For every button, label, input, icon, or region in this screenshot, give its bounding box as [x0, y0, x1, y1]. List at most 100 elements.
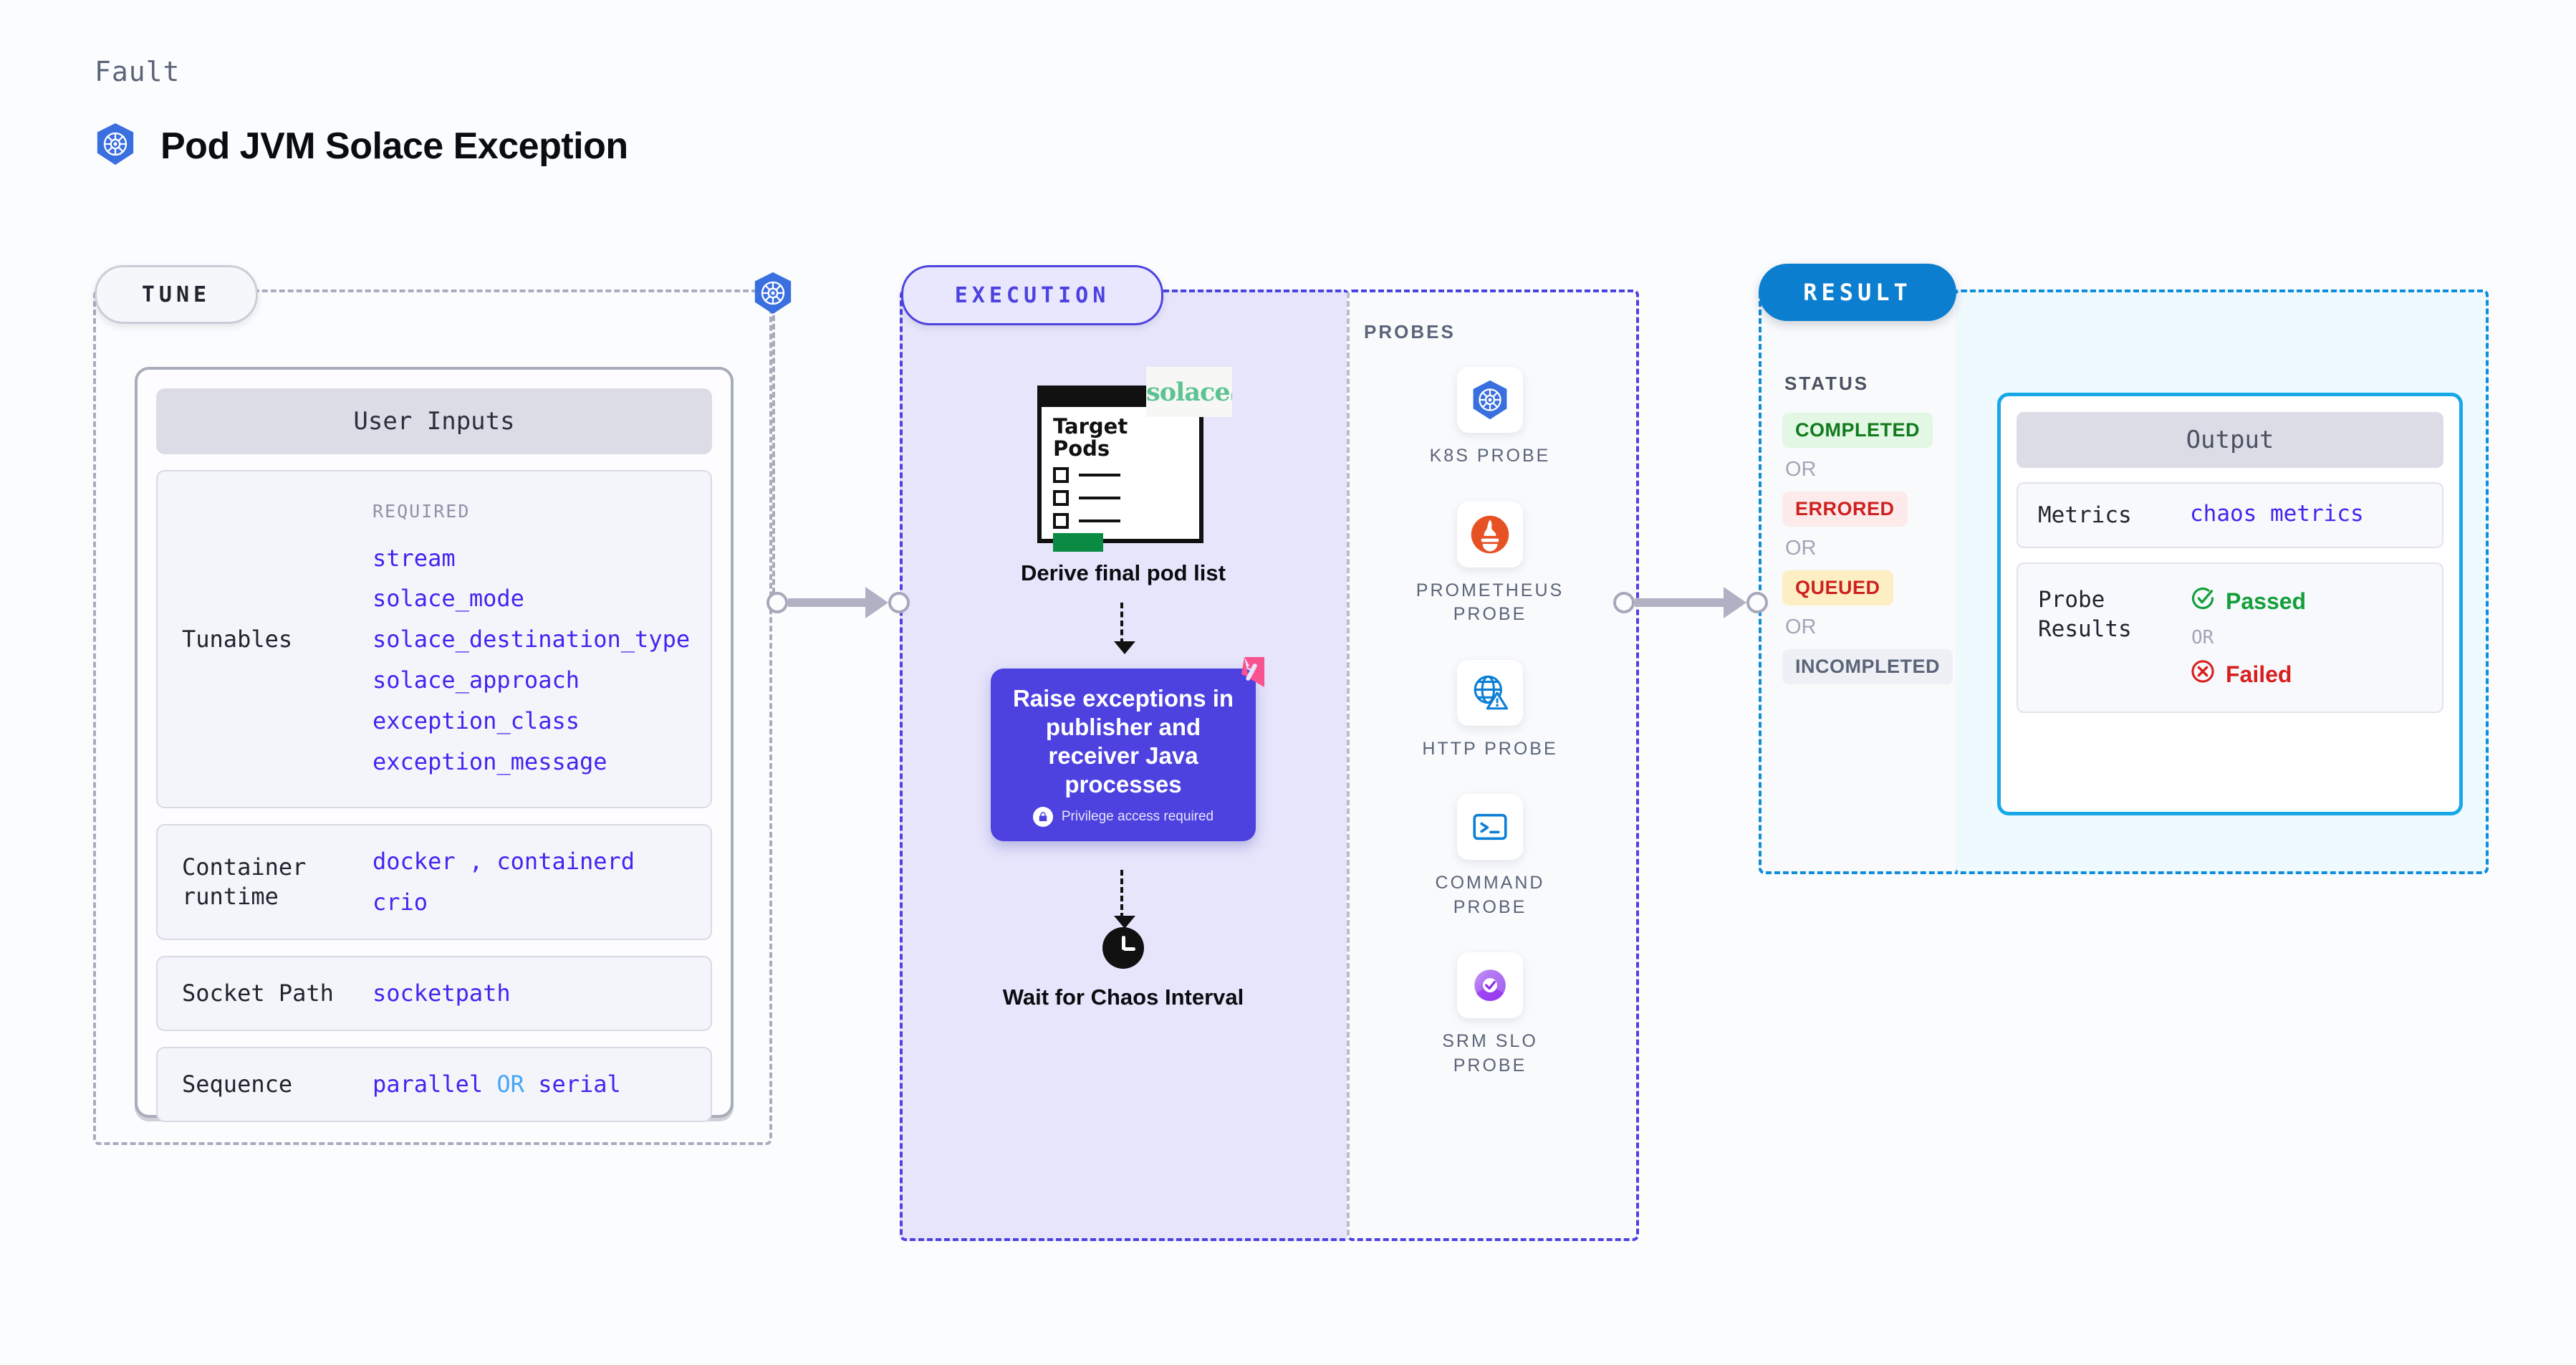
connector-dot: [1613, 592, 1635, 613]
connector-bar: [1635, 598, 1725, 607]
status-badge-errored: ERRORED: [1782, 492, 1908, 527]
step-raise-exceptions[interactable]: Raise exceptions in publisher and receiv…: [991, 656, 1264, 841]
tune-stage-container: [93, 289, 772, 1145]
socket-path-row: Socket Path socketpath: [156, 956, 712, 1032]
connector-dot: [1746, 592, 1768, 613]
clock-icon: [1102, 926, 1144, 969]
probe-label: K8S PROBE: [1429, 446, 1551, 466]
container-runtime-row: Container runtime docker , containerd cr…: [156, 824, 712, 941]
tunable-solace-destination-type[interactable]: solace_destination_type: [373, 626, 691, 653]
litmus-chaos-icon: [1223, 653, 1269, 699]
solace-dot-icon: [1231, 392, 1232, 401]
target-pods-illustration: Target Pods solace: [1037, 367, 1232, 552]
list-item: [1053, 490, 1120, 506]
execution-flow: Target Pods solace Derive final pod list…: [900, 337, 1347, 1010]
metrics-value[interactable]: chaos metrics: [2190, 501, 2364, 527]
kubernetes-icon: [1457, 367, 1523, 433]
terminal-icon: [1457, 794, 1523, 860]
connector-arrowhead: [865, 587, 888, 618]
stage-pill-result[interactable]: RESULT: [1759, 264, 1956, 321]
status-badge-incompleted: INCOMPLETED: [1782, 649, 1953, 684]
page-eyebrow: Fault: [95, 56, 181, 87]
metrics-label: Metrics: [2038, 502, 2132, 528]
probes-container: [1347, 289, 1639, 1241]
tunables-row: Tunables REQUIRED stream solace_mode sol…: [156, 470, 712, 809]
kubernetes-icon: [751, 271, 795, 315]
solace-logo: solace: [1146, 367, 1232, 417]
connector-dot: [766, 592, 788, 613]
probe-srm-slo[interactable]: SRM SLO PROBE: [1404, 952, 1576, 1078]
or-separator: OR: [1785, 616, 1817, 638]
probe-results-row: Probe Results Passed OR: [2017, 562, 2443, 714]
sequence-parallel[interactable]: parallel: [373, 1071, 484, 1098]
status-list: COMPLETED OR ERRORED OR QUEUED OR INCOMP…: [1782, 413, 1961, 684]
tunable-stream[interactable]: stream: [373, 544, 456, 572]
check-circle-icon: [2190, 585, 2216, 617]
x-circle-icon: [2190, 658, 2216, 690]
probe-prometheus[interactable]: PROMETHEUS PROBE: [1404, 501, 1576, 627]
list-item: [1053, 513, 1120, 529]
output-card: Output Metrics chaos metrics Probe Resul…: [1997, 393, 2463, 815]
tune-connector-line: [772, 315, 775, 602]
connector-arrowhead: [1724, 587, 1746, 618]
tunable-solace-mode[interactable]: solace_mode: [373, 585, 524, 613]
probe-result-failed: Failed: [2190, 658, 2442, 690]
privilege-note: Privilege access required: [1032, 806, 1214, 827]
user-inputs-title: User Inputs: [156, 388, 712, 454]
lock-icon: [1032, 806, 1053, 827]
kubernetes-icon: [93, 122, 138, 170]
sequence-values: parallel OR serial: [373, 1064, 711, 1105]
connector-dot: [888, 592, 910, 613]
probe-label: COMMAND PROBE: [1435, 873, 1545, 917]
socket-path-value[interactable]: socketpath: [373, 980, 511, 1007]
sequence-label: Sequence: [182, 1071, 293, 1098]
connector-execution-to-result: [1613, 587, 1768, 618]
probes-list: K8S PROBE PROMETHEUS PROBE: [1347, 367, 1633, 1078]
probe-result-passed: Passed: [2190, 585, 2442, 617]
sequence-row: Sequence parallel OR serial: [156, 1047, 712, 1123]
probe-result-failed-label: Failed: [2226, 661, 2292, 687]
step-label-wait-chaos-interval: Wait for Chaos Interval: [1002, 984, 1244, 1010]
flow-arrow: [1114, 602, 1135, 654]
tunable-solace-approach[interactable]: solace_approach: [373, 666, 580, 694]
probe-http[interactable]: HTTP PROBE: [1404, 659, 1576, 762]
probe-k8s[interactable]: K8S PROBE: [1404, 367, 1576, 469]
page-header: Pod JVM Solace Exception: [93, 122, 628, 170]
probes-section-label: PROBES: [1364, 321, 1456, 343]
probe-label: HTTP PROBE: [1422, 738, 1558, 759]
connector-bar: [788, 598, 867, 607]
status-badge-queued: QUEUED: [1782, 570, 1893, 605]
target-pods-title: Target Pods: [1053, 414, 1128, 461]
step-label-derive-pods: Derive final pod list: [1021, 560, 1226, 585]
user-inputs-card: User Inputs Tunables REQUIRED stream sol…: [135, 367, 734, 1123]
or-separator: OR: [2191, 627, 2214, 649]
runtime-containerd[interactable]: containerd: [496, 848, 635, 876]
probe-command[interactable]: COMMAND PROBE: [1404, 794, 1576, 919]
tunable-exception-message[interactable]: exception_message: [373, 748, 607, 776]
probe-results-values: Passed OR Failed: [2190, 585, 2442, 690]
status-section-label: STATUS: [1784, 373, 1870, 394]
required-label: REQUIRED: [373, 501, 471, 522]
metrics-row: Metrics chaos metrics: [2017, 482, 2443, 549]
privilege-note-text: Privilege access required: [1061, 808, 1214, 824]
stage-pill-tune[interactable]: TUNE: [95, 265, 258, 324]
runtime-separator: ,: [468, 848, 484, 876]
progress-indicator: [1053, 533, 1103, 552]
tunables-label: Tunables: [182, 625, 293, 653]
step-label-raise-exceptions: Raise exceptions in publisher and receiv…: [1012, 684, 1234, 798]
sequence-serial[interactable]: serial: [538, 1071, 621, 1098]
prometheus-icon: [1457, 501, 1523, 567]
stage-pill-execution[interactable]: EXECUTION: [901, 265, 1163, 325]
runtime-docker[interactable]: docker: [373, 848, 456, 876]
probe-results-label: Probe Results: [2038, 587, 2132, 642]
tunable-exception-class[interactable]: exception_class: [373, 707, 580, 735]
container-runtime-label: Container runtime: [182, 853, 307, 911]
tunables-values: REQUIRED stream solace_mode solace_desti…: [373, 496, 711, 782]
status-badge-completed: COMPLETED: [1782, 413, 1933, 448]
srm-slo-icon: [1457, 952, 1523, 1018]
runtime-crio[interactable]: crio: [373, 889, 428, 916]
or-separator: OR: [1785, 537, 1817, 560]
page-title: Pod JVM Solace Exception: [160, 125, 628, 167]
probe-result-passed-label: Passed: [2226, 588, 2307, 614]
probe-label: SRM SLO PROBE: [1442, 1031, 1538, 1076]
